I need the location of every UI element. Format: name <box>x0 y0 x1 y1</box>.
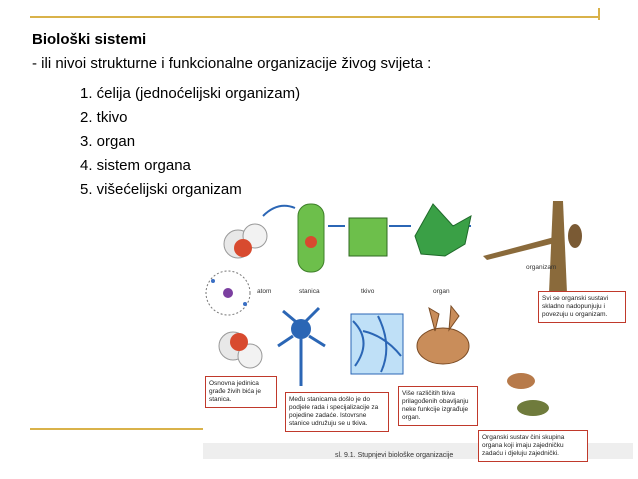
tissue-icon <box>348 217 388 257</box>
rabbit-icon <box>507 373 535 389</box>
list-item: 2. tkivo <box>80 109 128 126</box>
tree-trunk-icon <box>548 201 568 316</box>
top-rule <box>30 16 600 18</box>
cell-info-box: Među stanicama došlo je do podjele rada … <box>285 392 389 432</box>
list-item: 1. ćelija (jednoćelijski organizam) <box>80 85 301 102</box>
atom-icon <box>205 270 251 316</box>
label-atom: atom <box>257 288 272 295</box>
list-item: 4. sistem organa <box>80 157 191 174</box>
list-item: 5. višećelijski organizam <box>80 181 242 198</box>
rabbit-head-icon <box>416 327 470 365</box>
water-molecule-icon <box>223 223 268 259</box>
leaf-icon <box>414 203 472 257</box>
label-organizam: organizam <box>526 264 557 271</box>
label-stanica: stanica <box>299 288 320 295</box>
label-tkivo: tkivo <box>361 288 375 295</box>
water-molecule-icon <box>218 331 263 369</box>
organ-system-info-box: Organski sustav čini skupina organa koji… <box>478 430 588 462</box>
neuron-icon <box>277 306 326 386</box>
slide-subtitle: - ili nivoi strukturne i funkcionalne or… <box>32 55 432 72</box>
list-item: 3. organ <box>80 133 136 150</box>
tissue-info-box: Više različitih tkiva prilagođenih obavl… <box>398 386 478 426</box>
top-rule-corner <box>598 8 600 20</box>
figure-illustration <box>203 201 633 459</box>
nervous-tissue-icon <box>350 313 404 375</box>
plant-cell-icon <box>297 203 325 273</box>
slide-title: Biološki sistemi <box>32 31 147 48</box>
owl-icon <box>568 224 582 248</box>
biological-organization-figure: atom stanica tkivo organ organizam Osnov… <box>203 196 633 466</box>
atom-info-box: Osnovna jedinica građe živih bića je sta… <box>205 376 277 408</box>
organization-levels-list: 1. ćelija (jednoćelijski organizam) 2. t… <box>80 82 300 202</box>
label-organ: organ <box>433 288 450 295</box>
figure-caption: sl. 9.1. Stupnjevi biološke organizacije <box>335 452 454 459</box>
organism-info-box: Svi se organski sustavi skladno nadopunj… <box>538 291 626 323</box>
turtle-icon <box>517 400 549 416</box>
bottom-rule <box>30 428 205 430</box>
